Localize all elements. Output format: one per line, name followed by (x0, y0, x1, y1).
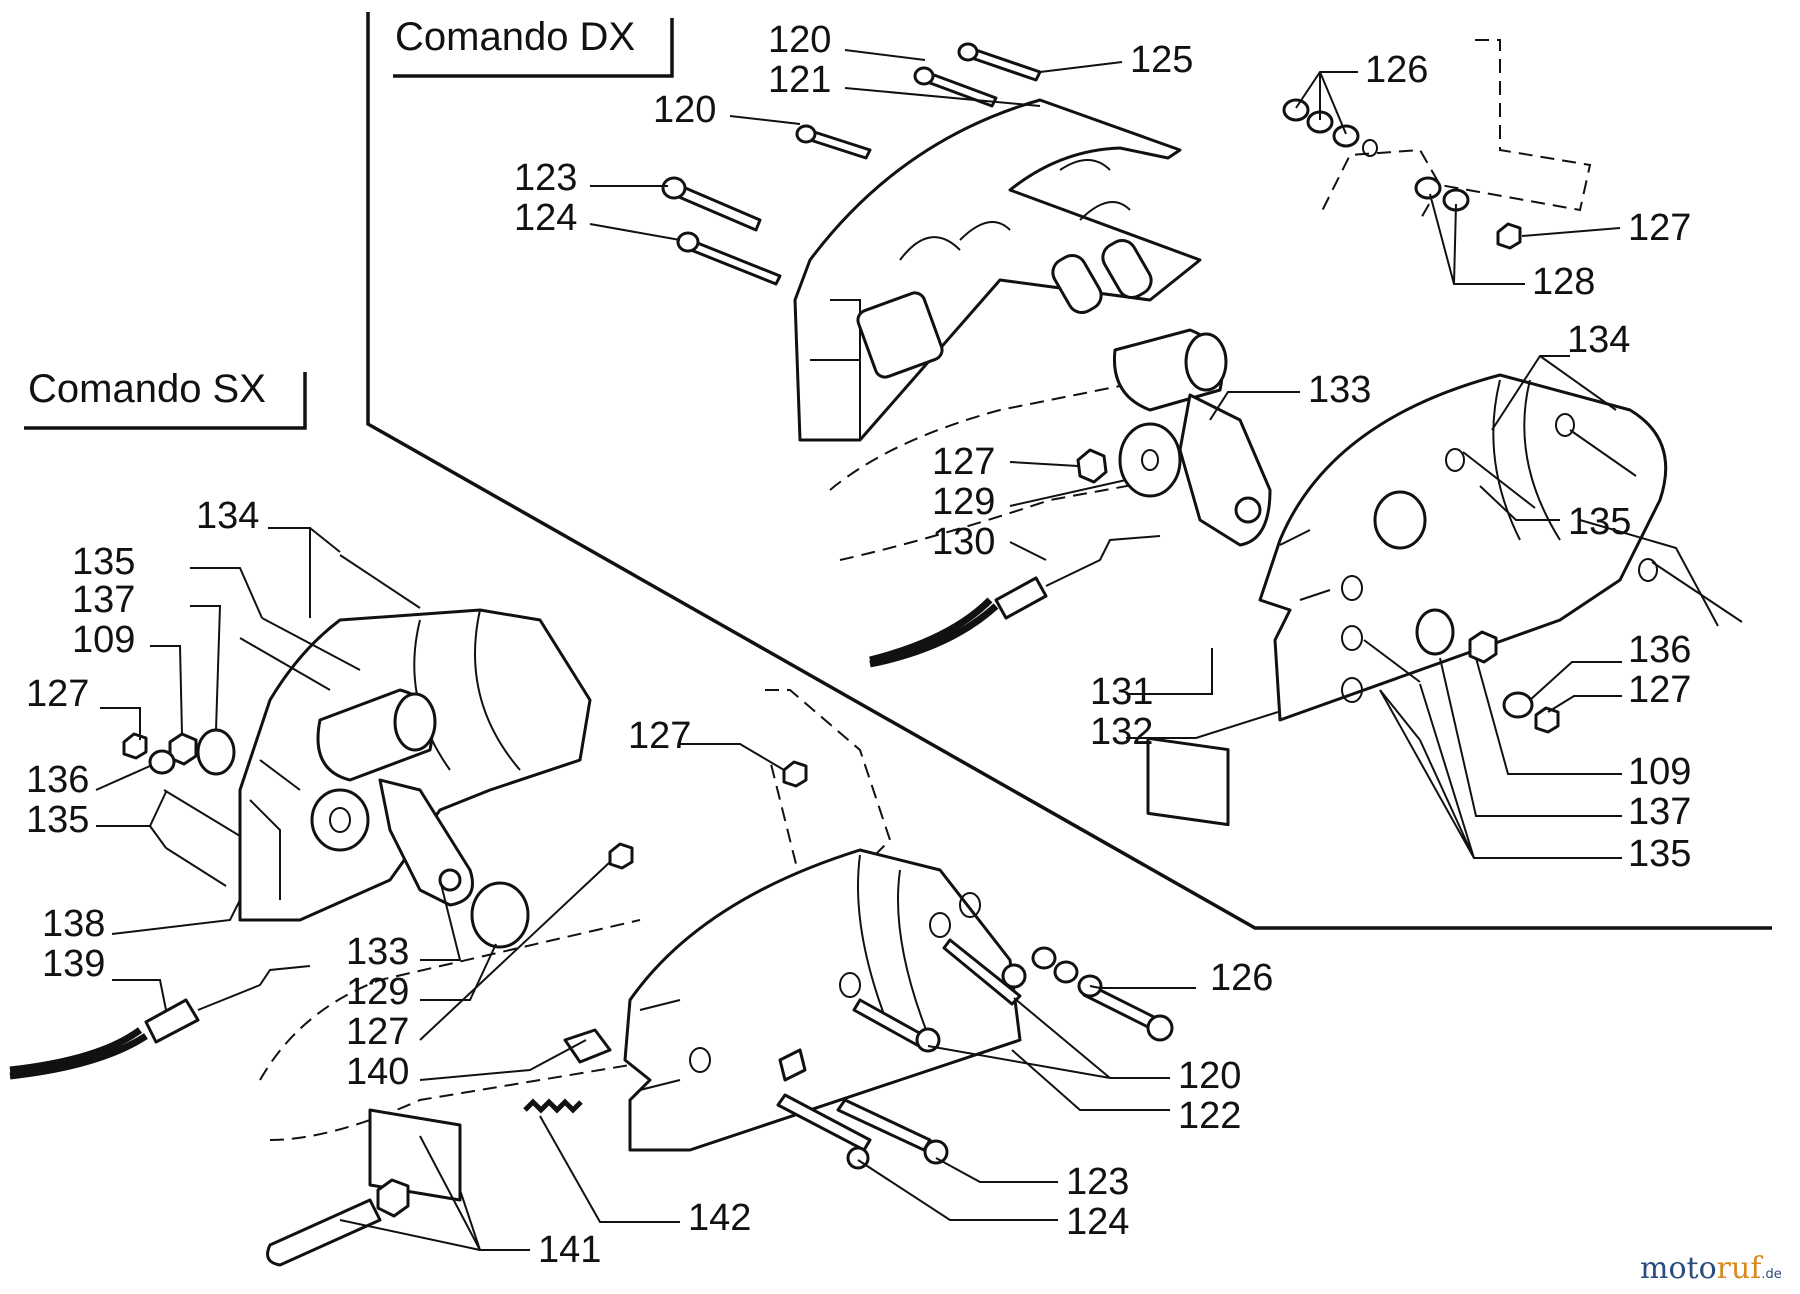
callout-sx-138: 138 (42, 903, 105, 945)
callout-sx-126: 126 (1210, 957, 1273, 999)
callout-dx-136: 136 (1628, 629, 1691, 671)
callout-dx-121: 121 (768, 59, 831, 101)
callout-dx-109: 109 (1628, 751, 1691, 793)
callout-sx-135a: 135 (72, 541, 135, 583)
callout-dx-124: 124 (514, 197, 577, 239)
callout-sx-124: 124 (1066, 1201, 1129, 1243)
callout-dx-125: 125 (1130, 39, 1193, 81)
watermark-suffix: .de (1761, 1267, 1781, 1282)
callout-sx-142: 142 (688, 1197, 751, 1239)
callout-dx-126: 126 (1365, 49, 1428, 91)
callout-dx-133: 133 (1308, 369, 1371, 411)
dx-lower-housing (1258, 373, 1668, 722)
dx-cable-end (994, 576, 1048, 620)
callout-dx-132: 132 (1090, 711, 1153, 753)
motoruf-watermark: motoruf.de (1640, 1251, 1782, 1286)
watermark-part2: ruf (1717, 1251, 1764, 1286)
callout-dx-120a: 120 (768, 19, 831, 61)
callout-sx-135b: 135 (26, 799, 89, 841)
leader-lines (95, 49, 1719, 1251)
callout-sx-123: 123 (1066, 1161, 1129, 1203)
callout-sx-127a: 127 (26, 673, 89, 715)
callout-dx-134: 134 (1567, 319, 1630, 361)
callout-dx-120b: 120 (653, 89, 716, 131)
title-dx-text: Comando DX (395, 15, 635, 59)
dx-assembly-drawing (661, 39, 1743, 827)
callout-sx-141: 141 (538, 1229, 601, 1271)
sx-washer-137 (196, 728, 236, 776)
callout-labels: 120 121 120 125 126 123 124 127 128 134 … (26, 19, 1691, 1271)
callout-dx-137: 137 (1628, 791, 1691, 833)
sx-spring (523, 1098, 583, 1114)
dx-washer-137 (1415, 608, 1455, 656)
sx-washer-129 (470, 881, 530, 949)
callout-dx-131: 131 (1090, 671, 1153, 713)
sx-assembly-drawing (9, 554, 1174, 1267)
dx-lever-arm (1178, 393, 1272, 547)
watermark-part1: moto (1640, 1251, 1717, 1286)
callout-dx-127b: 127 (932, 441, 995, 483)
callout-dx-127a: 127 (1628, 207, 1691, 249)
dx-label-plate (1146, 736, 1230, 827)
callout-sx-136: 136 (26, 759, 89, 801)
callout-dx-123: 123 (514, 157, 577, 199)
sx-cable-end (144, 998, 200, 1044)
dx-nut-109 (1468, 630, 1498, 664)
divider-frame (366, 12, 1772, 930)
callout-sx-134: 134 (196, 495, 259, 537)
callout-sx-129: 129 (346, 971, 409, 1013)
callout-sx-122: 122 (1178, 1095, 1241, 1137)
callout-dx-135b: 135 (1628, 833, 1691, 875)
callout-dx-129: 129 (932, 481, 995, 523)
callout-sx-127b: 127 (628, 715, 691, 757)
sx-rear-housing (623, 848, 1022, 1152)
callout-sx-133: 133 (346, 931, 409, 973)
callout-sx-127c: 127 (346, 1011, 409, 1053)
callout-sx-137: 137 (72, 579, 135, 621)
dx-washer-129 (1118, 422, 1182, 498)
callout-dx-130: 130 (932, 521, 995, 563)
dx-cable-connector (856, 291, 944, 379)
dx-pin (1051, 254, 1103, 314)
dx-pin-b (1101, 239, 1153, 299)
callout-dx-135a: 135 (1568, 501, 1631, 543)
sx-plate-141 (368, 1108, 462, 1202)
svg-text:motoruf.de: motoruf.de (1640, 1251, 1782, 1286)
callout-sx-139: 139 (42, 943, 105, 985)
callout-dx-128: 128 (1532, 261, 1595, 303)
callout-sx-120: 120 (1178, 1055, 1241, 1097)
title-comando-dx: Comando DX (393, 15, 674, 78)
callout-sx-109: 109 (72, 619, 135, 661)
title-sx-text: Comando SX (28, 367, 266, 411)
title-comando-sx: Comando SX (24, 367, 307, 430)
callout-dx-127c: 127 (1628, 669, 1691, 711)
sx-part-140 (563, 1028, 612, 1064)
callout-sx-140: 140 (346, 1051, 409, 1093)
